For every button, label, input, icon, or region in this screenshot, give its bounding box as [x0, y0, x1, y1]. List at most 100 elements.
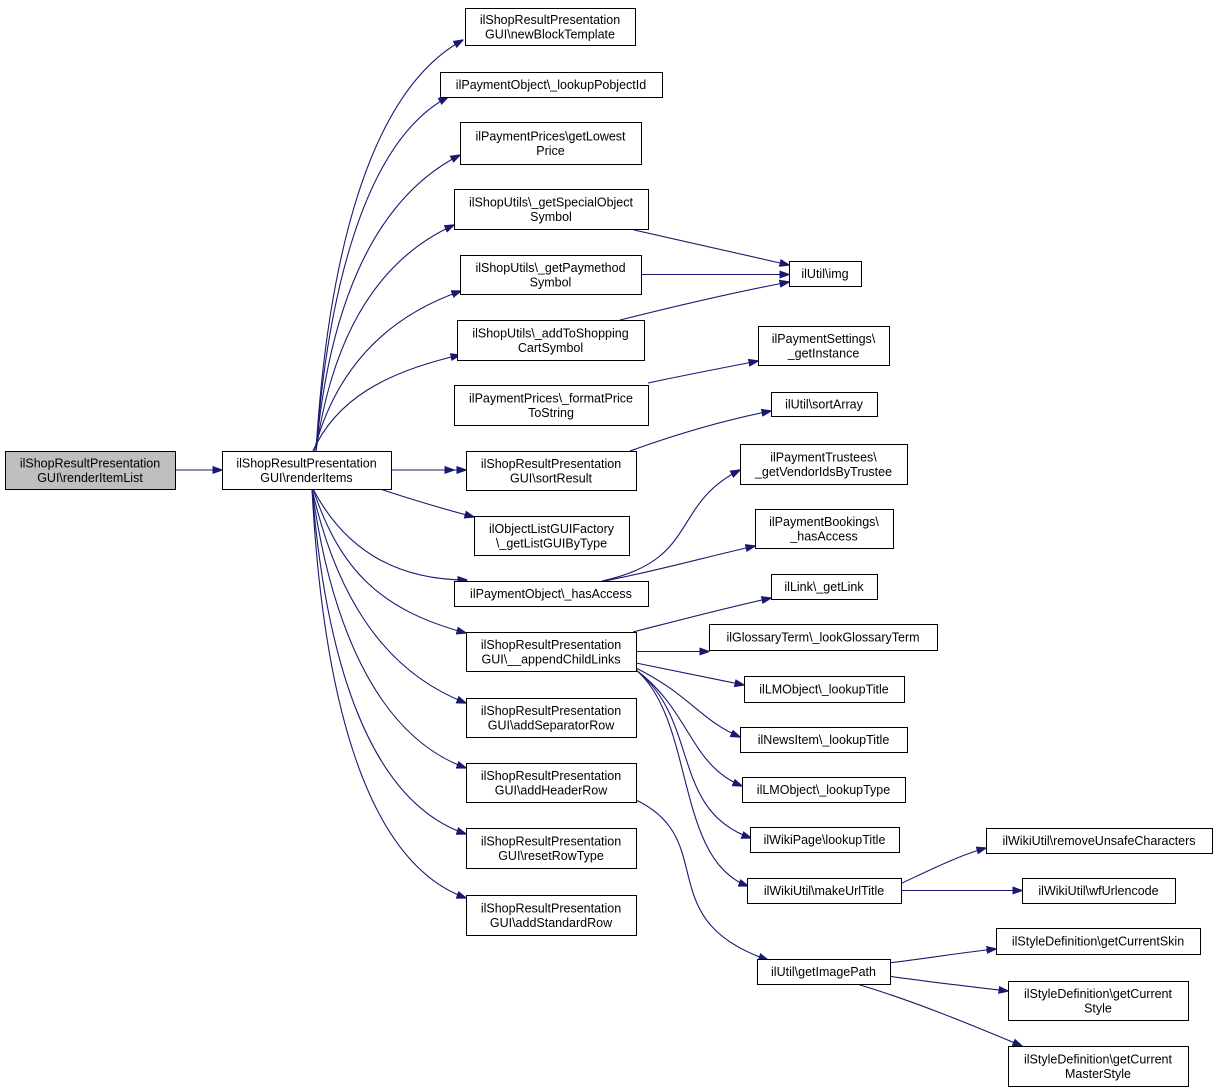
- node-lmLookupTitle[interactable]: ilLMObject\_lookupTitle: [744, 676, 905, 703]
- edge-getImagePath-to-getCurrentMasterStyle: [856, 983, 1022, 1046]
- node-newsLookupTitle[interactable]: ilNewsItem\_lookupTitle: [740, 727, 908, 753]
- node-lookGlossaryTerm[interactable]: ilGlossaryTerm\_lookGlossaryTerm: [709, 624, 938, 651]
- node-label-line: GUI\renderItemList: [37, 471, 143, 485]
- node-label-line: ilPaymentSettings\: [772, 332, 876, 346]
- edge-renderItems-to-newBlockTemplate: [315, 40, 463, 452]
- node-lookupPobjectId[interactable]: ilPaymentObject\_lookupPobjectId: [440, 72, 663, 98]
- node-box: [996, 928, 1201, 955]
- node-box: [466, 763, 637, 803]
- node-box: [454, 385, 649, 426]
- node-renderItemList[interactable]: ilShopResultPresentationGUI\renderItemLi…: [5, 451, 176, 490]
- node-getImagePath[interactable]: ilUtil\getImagePath: [757, 959, 891, 985]
- node-label-line: ilShopResultPresentation: [481, 901, 621, 915]
- node-box: [466, 895, 637, 936]
- node-box: [789, 261, 862, 287]
- node-label-line: ilShopResultPresentation: [236, 456, 376, 470]
- node-box: [457, 320, 645, 361]
- node-box: [755, 509, 894, 549]
- node-label-line: _hasAccess: [789, 529, 857, 543]
- edge-appendChildLinks-to-lmLookupTitle: [635, 662, 744, 685]
- edge-appendChildLinks-to-makeUrlTitle: [635, 669, 748, 886]
- node-box: [474, 516, 630, 556]
- nodes-layer: ilShopResultPresentationGUI\renderItemLi…: [5, 8, 1213, 1087]
- node-box: [742, 777, 906, 803]
- node-label-line: ilShopResultPresentation: [481, 834, 621, 848]
- node-label-line: Price: [536, 144, 565, 158]
- node-linkGetLink[interactable]: ilLink\_getLink: [771, 574, 878, 600]
- node-box: [466, 451, 637, 491]
- node-getListGUIByType[interactable]: ilObjectListGUIFactory\_getListGUIByType: [474, 516, 630, 556]
- edge-getImagePath-to-getCurrentSkin: [887, 949, 996, 964]
- node-label-line: ilShopResultPresentation: [481, 457, 621, 471]
- node-label-line: ilUtil\sortArray: [785, 398, 864, 412]
- node-box: [466, 632, 637, 672]
- node-wfUrlencode[interactable]: ilWikiUtil\wfUrlencode: [1022, 878, 1176, 904]
- node-box: [466, 698, 637, 738]
- node-appendChildLinks[interactable]: ilShopResultPresentationGUI\__appendChil…: [466, 632, 637, 672]
- node-label-line: ilPaymentObject\_lookupPobjectId: [456, 78, 646, 92]
- node-label-line: ilPaymentObject\_hasAccess: [470, 587, 632, 601]
- node-addSeparatorRow[interactable]: ilShopResultPresentationGUI\addSeparator…: [466, 698, 637, 738]
- node-label-line: ilPaymentPrices\_formatPrice: [469, 391, 633, 405]
- node-label-line: ilShopResultPresentation: [20, 456, 160, 470]
- node-paymentSettingsGetInstance[interactable]: ilPaymentSettings\_getInstance: [758, 326, 890, 366]
- node-label-line: GUI\resetRowType: [498, 849, 604, 863]
- node-label-line: GUI\renderItems: [260, 471, 352, 485]
- node-label-line: GUI\addSeparatorRow: [488, 718, 615, 732]
- node-box: [744, 676, 905, 703]
- node-getVendorIdsByTrustee[interactable]: ilPaymentTrustees\_getVendorIdsByTrustee: [740, 444, 908, 485]
- node-label-line: ilStyleDefinition\getCurrent: [1024, 1052, 1173, 1066]
- edge-appendChildLinks-to-wikiPageLookupTitle: [635, 669, 751, 838]
- node-label-line: ilWikiUtil\wfUrlencode: [1038, 884, 1158, 898]
- node-box: [1008, 981, 1189, 1021]
- node-lmLookupType[interactable]: ilLMObject\_lookupType: [742, 777, 906, 803]
- node-box: [454, 581, 649, 607]
- node-addStandardRow[interactable]: ilShopResultPresentationGUI\addStandardR…: [466, 895, 637, 936]
- node-box: [440, 72, 663, 98]
- node-label-line: ilNewsItem\_lookupTitle: [758, 733, 890, 747]
- node-bookingsHasAccess[interactable]: ilPaymentBookings\_hasAccess: [755, 509, 894, 549]
- node-label-line: GUI\__appendChildLinks: [482, 652, 621, 666]
- node-label-line: ilLMObject\_lookupTitle: [759, 683, 889, 697]
- node-getCurrentSkin[interactable]: ilStyleDefinition\getCurrentSkin: [996, 928, 1201, 955]
- node-box: [460, 122, 642, 165]
- node-utilSortArray[interactable]: ilUtil\sortArray: [771, 392, 878, 417]
- edge-getImagePath-to-getCurrentStyle: [887, 975, 1008, 991]
- node-label-line: ilShopUtils\_addToShopping: [472, 326, 628, 340]
- edges-layer: [175, 40, 1022, 1046]
- edge-renderItems-to-hasAccessPO: [312, 488, 467, 580]
- node-box: [460, 255, 642, 295]
- node-label-line: Style: [1084, 1001, 1112, 1015]
- node-box: [465, 8, 636, 46]
- node-box: [747, 878, 902, 904]
- node-removeUnsafeCharacters[interactable]: ilWikiUtil\removeUnsafeCharacters: [986, 828, 1213, 854]
- edge-renderItems-to-addToShoppingCartSymbol: [312, 355, 460, 452]
- node-box: [757, 959, 891, 985]
- node-wikiPageLookupTitle[interactable]: ilWikiPage\lookupTitle: [750, 827, 900, 853]
- node-newBlockTemplate[interactable]: ilShopResultPresentationGUI\newBlockTemp…: [465, 8, 636, 46]
- node-label-line: \_getListGUIByType: [496, 536, 607, 550]
- node-label-line: ilShopUtils\_getPaymethod: [475, 261, 625, 275]
- node-label-line: ilWikiPage\lookupTitle: [764, 833, 886, 847]
- node-label-line: ilShopResultPresentation: [481, 704, 621, 718]
- node-box: [758, 326, 890, 366]
- node-hasAccessPO[interactable]: ilPaymentObject\_hasAccess: [454, 581, 649, 607]
- node-utilImg[interactable]: ilUtil\img: [789, 261, 862, 287]
- node-box: [986, 828, 1213, 854]
- node-label-line: ilGlossaryTerm\_lookGlossaryTerm: [726, 631, 919, 645]
- node-makeUrlTitle[interactable]: ilWikiUtil\makeUrlTitle: [747, 878, 902, 904]
- node-label-line: ilShopUtils\_getSpecialObject: [469, 195, 634, 209]
